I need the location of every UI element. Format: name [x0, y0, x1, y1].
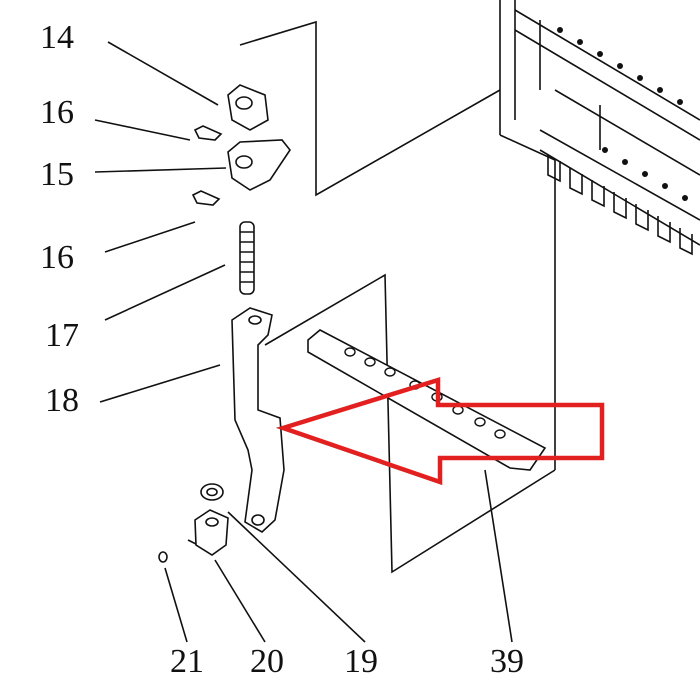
part-16-screw-lower — [191, 190, 221, 206]
part-21-screw — [158, 551, 168, 563]
label-17: 17 — [45, 317, 79, 354]
highlight-arrow-icon — [275, 376, 605, 486]
label-16-lower: 16 — [40, 239, 74, 276]
label-21: 21 — [170, 643, 204, 680]
mounting-panels — [239, 20, 556, 574]
part-20-collar — [187, 509, 229, 556]
label-19: 19 — [344, 643, 378, 680]
part-16-screw-upper — [193, 125, 223, 141]
part-17-spring — [239, 221, 255, 295]
label-39: 39 — [490, 643, 524, 680]
part-14-clamp — [227, 84, 269, 131]
part-labels: 14 16 15 16 17 18 21 20 19 39 — [40, 19, 524, 680]
label-14: 14 — [40, 19, 74, 56]
part-18-lever — [231, 307, 285, 533]
label-15: 15 — [40, 156, 74, 193]
label-20: 20 — [250, 643, 284, 680]
part-19-washer — [200, 483, 224, 501]
leader-lines — [94, 41, 513, 643]
label-18: 18 — [45, 382, 79, 419]
label-16-upper: 16 — [40, 94, 74, 131]
part-15-clamp — [227, 139, 291, 191]
machine-frame — [499, 0, 700, 470]
